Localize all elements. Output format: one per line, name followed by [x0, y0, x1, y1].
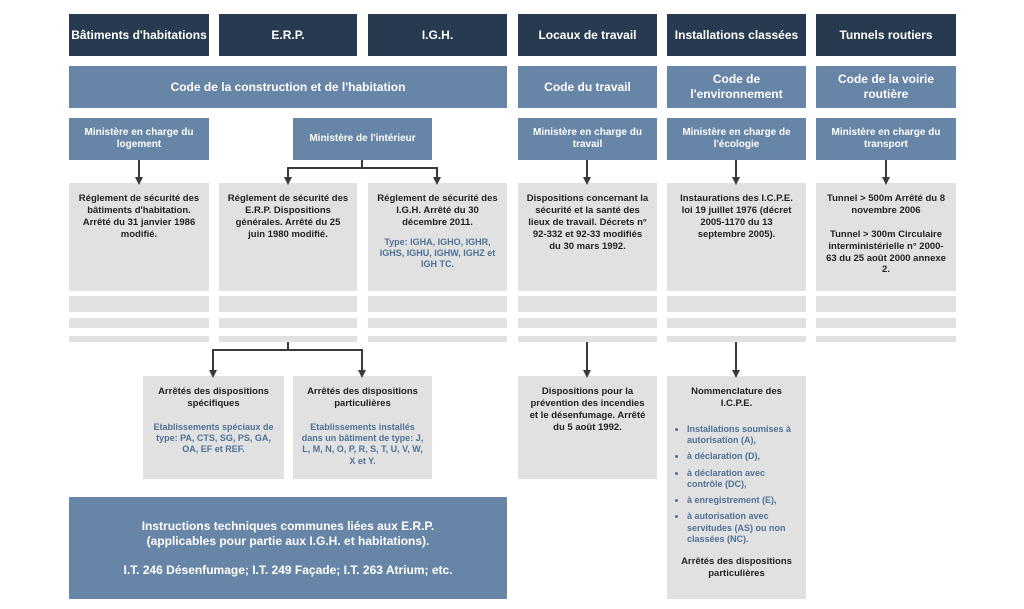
strip: [667, 296, 806, 312]
arrow-erp-particulieres: [288, 349, 366, 378]
ministere-travail: Ministère en charge du travail: [518, 118, 657, 160]
instructions-line1: Instructions techniques communes liées a…: [141, 518, 435, 533]
code-construction-habitation: Code de la construction et de l'habitati…: [69, 66, 507, 108]
list-item: Installations soumises à autorisation (A…: [687, 424, 798, 447]
strip: [368, 296, 507, 312]
reglement-icpe-text: Instaurations des I.C.P.E. loi 19 juille…: [680, 193, 793, 240]
strip: [518, 336, 657, 342]
arrow-interieur-erp: [284, 160, 363, 185]
tunnel-500: Tunnel > 500m Arrêté du 8 novembre 2006: [827, 193, 945, 216]
list-item: à autorisation avec servitudes (AS) ou n…: [687, 511, 798, 545]
strip: [667, 336, 806, 342]
reglement-igh-text: Réglement de sécurité des I.G.H. Arrêté …: [377, 193, 498, 228]
reglement-erp-text: Réglement de sécurité des E.R.P. Disposi…: [227, 193, 349, 240]
ministere-logement: Ministère en charge du logement: [69, 118, 209, 160]
strip: [368, 336, 507, 342]
dispositions-specifiques: Arrêtés des dispositions spécifiques Eta…: [143, 376, 284, 479]
reglement-erp: Réglement de sécurité des E.R.P. Disposi…: [219, 183, 357, 291]
header-erp: E.R.P.: [219, 14, 357, 56]
nomenclature-footer: Arrêtés des dispositions particulières: [681, 556, 792, 579]
instructions-techniques: Instructions techniques communes liées a…: [69, 497, 507, 599]
arrow-erp-specifiques: [209, 342, 289, 378]
instructions-line3: I.T. 246 Désenfumage; I.T. 249 Façade; I…: [123, 562, 453, 577]
strip: [219, 296, 357, 312]
strip: [69, 296, 209, 312]
code-environnement: Code de l'environnement: [667, 66, 806, 108]
nomenclature-icpe: Nommenclature des I.C.P.E. Installations…: [667, 376, 806, 599]
nomenclature-list: Installations soumises à autorisation (A…: [675, 424, 798, 550]
prevention-incendies-text: Dispositions pour la prévention des ince…: [529, 386, 646, 433]
strip: [219, 336, 357, 342]
instructions-line2: (applicables pour partie aux I.G.H. et h…: [146, 533, 430, 548]
strip: [518, 296, 657, 312]
reglement-travail-text: Dispositions concernant la sécurité et l…: [526, 193, 649, 252]
arrow-interieur-igh: [362, 167, 441, 185]
strip: [667, 318, 806, 328]
strip: [816, 318, 956, 328]
strip: [219, 318, 357, 328]
reglement-icpe: Instaurations des I.C.P.E. loi 19 juille…: [667, 183, 806, 291]
header-locaux-travail: Locaux de travail: [518, 14, 657, 56]
strip: [816, 336, 956, 342]
reglement-habitation: Réglement de sécurité des bâtiments d'ha…: [69, 183, 209, 291]
header-igh: I.G.H.: [368, 14, 507, 56]
code-travail: Code du travail: [518, 66, 657, 108]
dispositions-particulieres: Arrêtés des dispositions particulières E…: [293, 376, 432, 479]
strip: [69, 318, 209, 328]
header-tunnels-routiers: Tunnels routiers: [816, 14, 956, 56]
prevention-incendies: Dispositions pour la prévention des ince…: [518, 376, 657, 479]
header-installations-classees: Installations classées: [667, 14, 806, 56]
strip: [69, 336, 209, 342]
ministere-ecologie: Ministère en charge de l'écologie: [667, 118, 806, 160]
dispositions-specifiques-title: Arrêtés des dispositions spécifiques: [158, 386, 269, 409]
tunnel-300: Tunnel > 300m Circulaire interministérie…: [826, 228, 946, 276]
dispositions-specifiques-types: Etablissements spéciaux de type: PA, CTS…: [153, 421, 274, 455]
ministere-transport: Ministère en charge du transport: [816, 118, 956, 160]
reglement-igh: Réglement de sécurité des I.G.H. Arrêté …: [368, 183, 507, 291]
strip: [816, 296, 956, 312]
nomenclature-title: Nommenclature des I.C.P.E.: [691, 386, 782, 409]
code-voirie-routiere: Code de la voirie routière: [816, 66, 956, 108]
reglement-habitation-text: Réglement de sécurité des bâtiments d'ha…: [78, 193, 200, 240]
list-item: à déclaration (D),: [687, 451, 798, 462]
strip: [518, 318, 657, 328]
header-batiments-habitations: Bâtiments d'habitations: [69, 14, 209, 56]
igh-types: Type: IGHA, IGHO, IGHR, IGHS, IGHU, IGHW…: [379, 236, 496, 270]
reglement-tunnels: Tunnel > 500m Arrêté du 8 novembre 2006 …: [816, 183, 956, 291]
dispositions-particulieres-types: Etablissements installés dans un bâtimen…: [301, 421, 424, 466]
reglement-travail: Dispositions concernant la sécurité et l…: [518, 183, 657, 291]
list-item: à enregistrement (E),: [687, 495, 798, 506]
ministere-interieur: Ministère de l'intérieur: [293, 118, 432, 160]
list-item: à déclaration avec contrôle (DC),: [687, 468, 798, 491]
dispositions-particulieres-title: Arrêtés des dispositions particulières: [307, 386, 418, 409]
strip: [368, 318, 507, 328]
